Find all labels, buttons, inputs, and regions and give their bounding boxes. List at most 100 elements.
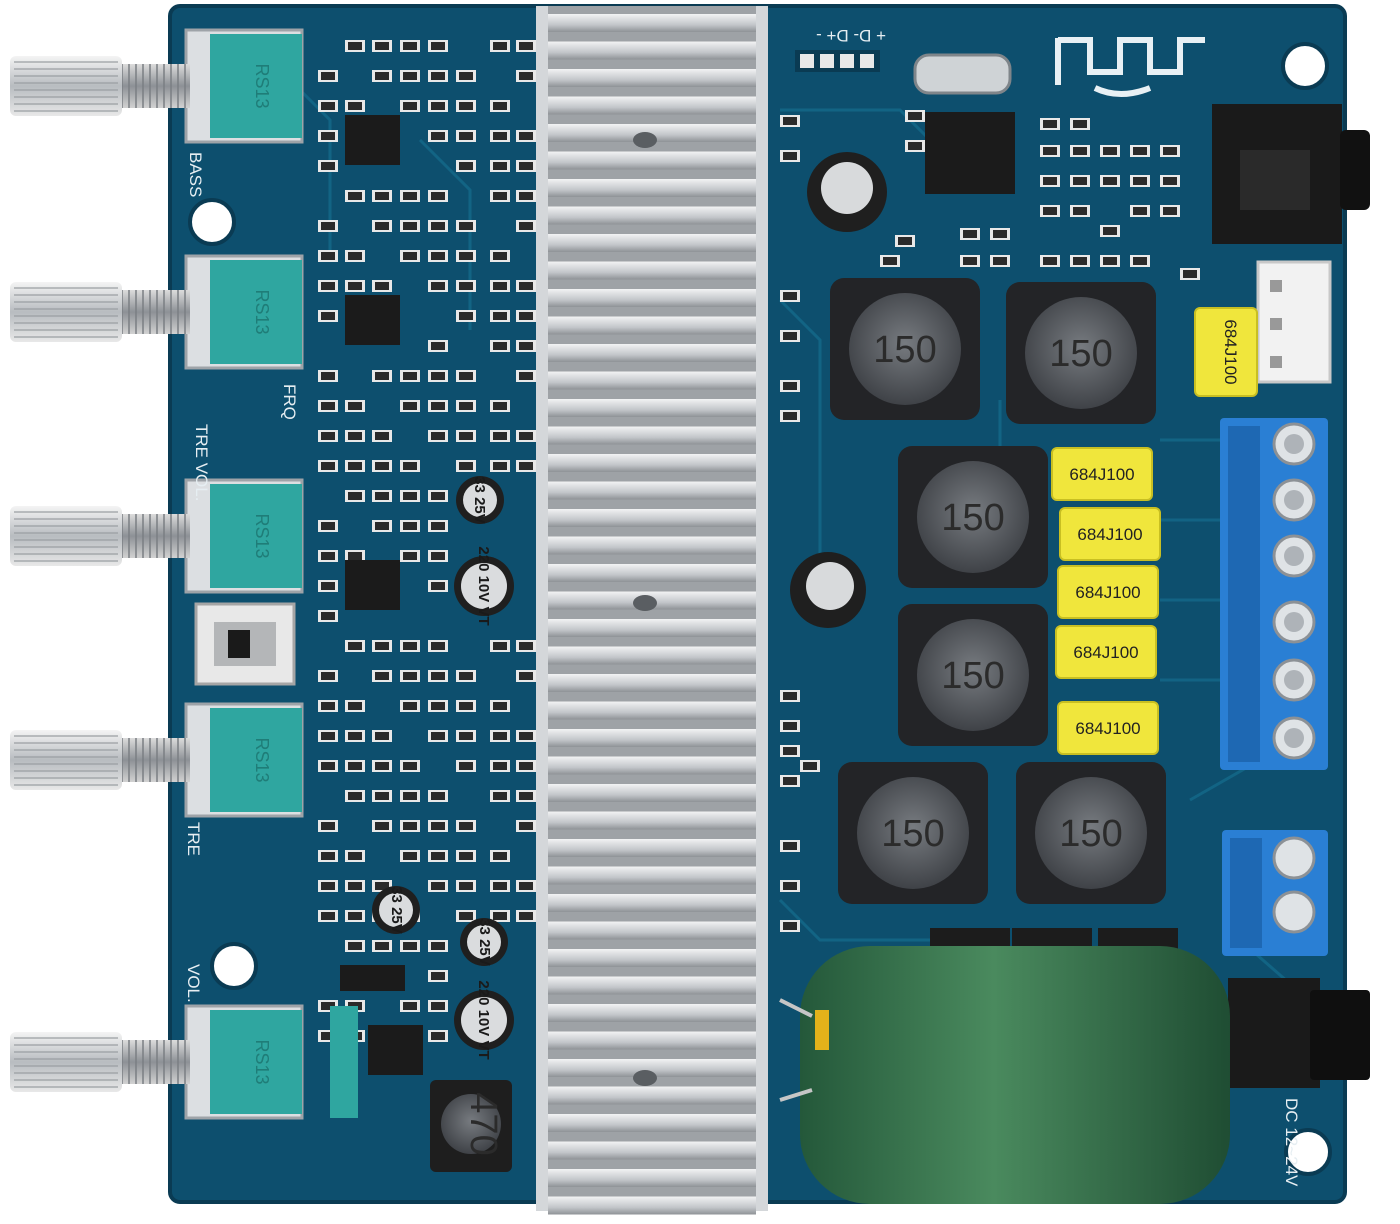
smd-body: [431, 342, 445, 350]
smd-body: [403, 672, 417, 680]
jst-connector: [1256, 260, 1332, 384]
terminal-screw-head: [1284, 728, 1304, 748]
smd-body: [493, 132, 507, 140]
smd-body: [493, 432, 507, 440]
smd-body: [963, 230, 977, 238]
power-terminal-block: [1222, 830, 1328, 956]
heatsink-fin: [548, 1004, 756, 1022]
smd-body: [348, 762, 362, 770]
heatsink-fin: [548, 1059, 756, 1077]
smd-body: [519, 72, 533, 80]
cap-33-25v-b: 33 25V: [388, 886, 405, 934]
smd-body: [403, 372, 417, 380]
pot-shaft-knurled[interactable]: [10, 56, 122, 116]
pot-shaft-knurled[interactable]: [10, 282, 122, 342]
pot-marking: RS13: [252, 1039, 272, 1084]
pot-shaft-knurled[interactable]: [10, 1032, 122, 1092]
pot-marking: RS13: [252, 737, 272, 782]
smd-body: [431, 582, 445, 590]
heatsink-fin: [548, 1086, 756, 1105]
smd-body: [783, 382, 797, 390]
smd-body: [321, 552, 335, 560]
smd-body: [783, 332, 797, 340]
smd-body: [993, 257, 1007, 265]
smd-body: [1163, 207, 1177, 215]
smd-body: [321, 852, 335, 860]
heatsink-fin: [548, 1141, 756, 1160]
electrolytic-caps-small: [790, 152, 887, 628]
smd-body: [403, 402, 417, 410]
smd-body: [375, 642, 389, 650]
smd-body: [348, 42, 362, 50]
smd-body: [321, 252, 335, 260]
heatsink-fin: [548, 41, 756, 60]
smd-body: [375, 192, 389, 200]
smd-body: [493, 792, 507, 800]
smd-body: [321, 402, 335, 410]
smd-body: [1073, 147, 1087, 155]
smd-body: [431, 192, 445, 200]
smd-body: [1103, 257, 1117, 265]
smd-body: [783, 412, 797, 420]
pot-shaft-knurled[interactable]: [10, 730, 122, 790]
smd-body: [519, 132, 533, 140]
label-tre: TRE: [184, 822, 203, 856]
smd-body: [431, 102, 445, 110]
smd-body: [403, 942, 417, 950]
terminal-screw-head: [1284, 490, 1304, 510]
smd-body: [321, 162, 335, 170]
inductor-core: [849, 293, 961, 405]
smd-body: [431, 552, 445, 560]
heatsink-fin: [548, 894, 756, 912]
heatsink-fin: [548, 1196, 756, 1215]
smd-body: [1103, 147, 1117, 155]
smd-body: [403, 192, 417, 200]
heatsink-fin: [548, 206, 756, 225]
label-dc-input: DC 12~24V: [1282, 1098, 1301, 1187]
ic-chips: [340, 53, 1015, 1075]
smd-body: [908, 142, 922, 150]
smd-body: [493, 162, 507, 170]
smd-body: [321, 102, 335, 110]
pot-shaft-knurled[interactable]: [10, 506, 122, 566]
smd-body: [431, 672, 445, 680]
smd-body: [1133, 147, 1147, 155]
smd-body: [519, 312, 533, 320]
smd-body: [321, 432, 335, 440]
small-inductor-label: 470: [462, 1092, 504, 1155]
smd-body: [519, 762, 533, 770]
smd-body: [375, 792, 389, 800]
smd-body: [348, 192, 362, 200]
smd-body: [375, 462, 389, 470]
smd-body: [493, 102, 507, 110]
smd-body: [459, 852, 473, 860]
smd-body: [1073, 177, 1087, 185]
smd-body: [963, 257, 977, 265]
smd-body: [348, 792, 362, 800]
label-tre-vol: TRE VOL.: [192, 424, 211, 501]
smd-body: [348, 642, 362, 650]
smd-body: [783, 777, 797, 785]
smd-body: [321, 312, 335, 320]
inductor-label: 150: [873, 329, 936, 371]
smd-body: [519, 42, 533, 50]
smd-body: [519, 282, 533, 290]
smd-body: [459, 102, 473, 110]
heatsink-fin: [548, 839, 756, 857]
heatsink-fin: [548, 344, 756, 362]
film-cap-label: 684J100: [1073, 643, 1138, 662]
terminal-screws: [1272, 422, 1316, 760]
smd-body: [1043, 120, 1057, 128]
smd-body: [493, 912, 507, 920]
smd-body: [519, 342, 533, 350]
smd-body: [783, 842, 797, 850]
smd-body: [375, 42, 389, 50]
heatsink-fin: [548, 234, 756, 252]
film-cap-label: 684J100: [1075, 719, 1140, 738]
heatsink-fin: [548, 509, 756, 527]
smd-body: [1073, 120, 1087, 128]
smd-body: [348, 492, 362, 500]
cap-220-10v-a: 220 10V VT: [475, 546, 492, 625]
